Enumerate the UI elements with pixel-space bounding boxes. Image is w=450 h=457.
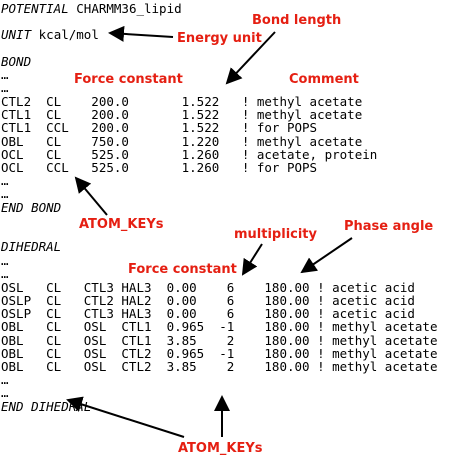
bond-ellipsis: … [1,186,9,201]
bond-length-annotation: Bond length [252,13,342,28]
bond-force-constant-annotation: Force constant [74,72,183,87]
comment-annotation: Comment [289,72,359,87]
bond-row: CTL2 CL 200.0 1.522 ! methyl acetate [1,94,363,109]
dihedral-ellipsis: … [1,253,9,268]
dihedral-ellipsis: … [1,372,9,387]
bond-row: CTL1 CCL 200.0 1.522 ! for POPS [1,120,318,135]
dihedral-ellipsis: … [1,266,9,281]
bond-row: OCL CCL 525.0 1.260 ! for POPS [1,160,318,175]
atom-keys-bond-arrow [74,176,108,216]
bond-ellipsis: … [1,67,9,82]
dihedral-row: OSLP CL CTL2 HAL2 0.00 6 180.00 ! acetic… [1,293,415,308]
potential-keyword: POTENTIAL [1,1,69,16]
phase-angle-arrow [300,237,353,274]
energy-unit-annotation: Energy unit [177,31,262,46]
dihedral-row: OBL CL OSL CTL1 0.965 -1 180.00 ! methyl… [1,319,438,334]
potential-name: CHARMM36_lipid [76,1,182,16]
unit-line: UNIT kcal/mol [1,28,99,41]
dihedral-row: OBL CL OSL CTL2 0.965 -1 180.00 ! methyl… [1,346,438,361]
bond-ellipsis: … [1,80,9,95]
dihedral-row: OSL CL CTL3 HAL3 0.00 6 180.00 ! acetic … [1,280,415,295]
unit-keyword: UNIT [1,27,32,42]
phase-angle-annotation: Phase angle [344,219,434,234]
bond-row: OCL CL 525.0 1.260 ! acetate, protein [1,147,378,162]
dihedral-ellipsis: … [1,385,9,400]
atom-keys-bond-annotation: ATOM_KEYs [79,217,164,232]
multiplicity-arrow [241,243,263,276]
bond-end: END BOND [1,200,62,215]
bond-header: BOND [1,54,32,69]
dihedral-row: OBL CL OSL CTL1 3.85 2 180.00 ! methyl a… [1,333,438,348]
bond-row: OBL CL 750.0 1.220 ! methyl acetate [1,134,363,149]
dihedral-row: OBL CL OSL CTL2 3.85 2 180.00 ! methyl a… [1,359,438,374]
bond-row: CTL1 CL 200.0 1.522 ! methyl acetate [1,107,363,122]
energy-unit-arrow [108,25,174,42]
dihedral-force-constant-annotation: Force constant [128,262,237,277]
bond-ellipsis: … [1,173,9,188]
dihedral-end: END DIHEDRAL [1,399,92,414]
dihedral-header: DIHEDRAL [1,239,62,254]
multiplicity-annotation: multiplicity [234,227,317,242]
potential-line: POTENTIAL CHARMM36_lipid [1,2,182,15]
unit-value: kcal/mol [38,27,99,42]
dihedral-row: OSLP CL CTL3 HAL3 0.00 6 180.00 ! acetic… [1,306,415,321]
atom-keys-dihedral-annotation: ATOM_KEYs [178,441,263,456]
